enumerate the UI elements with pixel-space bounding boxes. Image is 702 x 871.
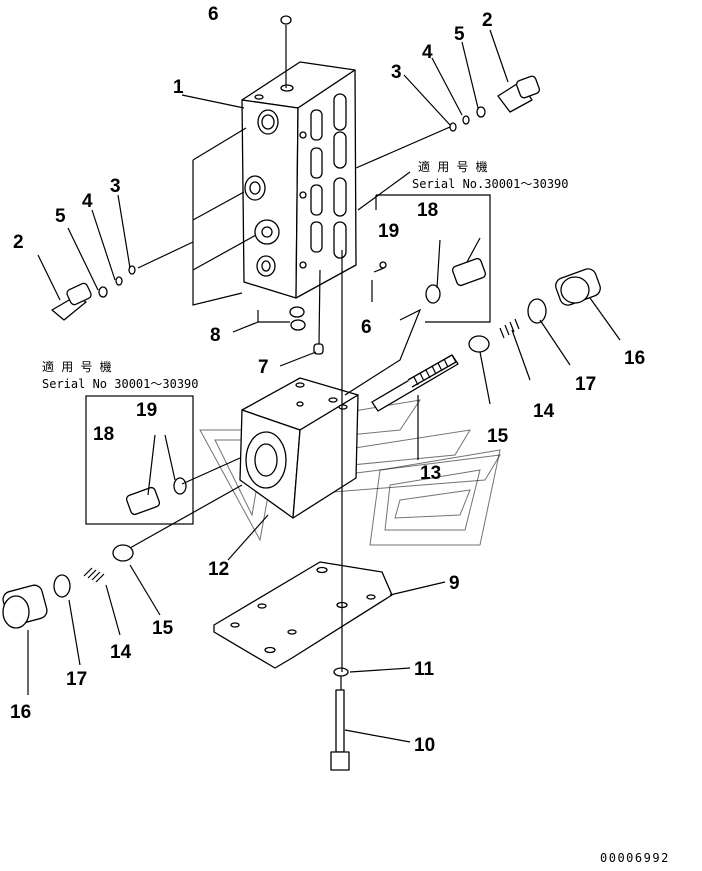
label-part-1: 1 xyxy=(173,77,184,98)
o-ring-19-left xyxy=(173,477,187,495)
label-part-4-left: 4 xyxy=(82,191,93,212)
label-part-2-left: 2 xyxy=(13,232,24,253)
label-part-6-top: 6 xyxy=(208,4,219,25)
spring-left xyxy=(83,567,105,583)
applicability-note-right-serial: Serial No.30001～30390 xyxy=(412,177,569,191)
label-part-18-left: 18 xyxy=(93,424,114,445)
label-part-3-right: 3 xyxy=(391,62,402,83)
note-box-left xyxy=(85,395,194,525)
label-part-9: 9 xyxy=(449,573,460,594)
washer xyxy=(333,667,349,677)
label-part-15-right: 15 xyxy=(487,426,509,447)
applicability-note-left-serial: Serial No 30001～30390 xyxy=(42,377,199,391)
label-part-4-right: 4 xyxy=(422,42,433,63)
label-part-2-right: 2 xyxy=(482,10,493,31)
label-part-17-right: 17 xyxy=(575,374,596,395)
label-part-6-side: 6 xyxy=(361,317,372,338)
label-part-14-right: 14 xyxy=(533,401,555,422)
valve-block-upper xyxy=(241,61,357,299)
plug-16-right xyxy=(555,268,601,306)
o-ring-left xyxy=(53,574,71,598)
mounting-plate xyxy=(213,561,393,669)
applicability-note-right-title: 適 用 号 機 xyxy=(418,159,488,174)
label-part-3-left: 3 xyxy=(110,176,121,197)
label-part-14-left: 14 xyxy=(110,642,132,663)
note-box-right xyxy=(376,194,491,323)
label-part-16-right: 16 xyxy=(624,348,645,369)
spring-right xyxy=(499,318,520,339)
label-part-7: 7 xyxy=(258,357,269,378)
o-ring-right xyxy=(527,298,547,324)
valve-block-lower xyxy=(239,377,359,519)
leader-lines xyxy=(27,25,621,743)
label-part-11: 11 xyxy=(414,659,435,680)
label-part-19-right: 19 xyxy=(378,221,399,242)
label-part-19-left: 19 xyxy=(136,400,157,421)
plug-left xyxy=(51,282,92,321)
label-part-12: 12 xyxy=(208,559,229,580)
drawing-code: 00006992 xyxy=(600,851,670,865)
label-part-8: 8 xyxy=(210,325,221,346)
label-part-17-left: 17 xyxy=(66,669,87,690)
label-part-13: 13 xyxy=(420,463,441,484)
label-part-10: 10 xyxy=(414,735,435,756)
seat-right xyxy=(468,335,490,353)
plug-right xyxy=(497,75,540,113)
plug-18-left xyxy=(125,486,161,516)
bolt xyxy=(330,689,350,771)
o-ring-19-right xyxy=(425,284,441,304)
label-part-15-left: 15 xyxy=(152,618,174,639)
label-part-5-right: 5 xyxy=(454,24,465,45)
label-part-5-left: 5 xyxy=(55,206,66,227)
applicability-note-left-title: 適 用 号 機 xyxy=(42,359,112,374)
plug-16-left xyxy=(2,584,48,629)
plug-18-right xyxy=(451,257,487,287)
label-part-18-right: 18 xyxy=(417,200,438,221)
seat-left xyxy=(112,544,134,562)
spool xyxy=(371,354,459,412)
label-part-16-left: 16 xyxy=(10,702,31,723)
